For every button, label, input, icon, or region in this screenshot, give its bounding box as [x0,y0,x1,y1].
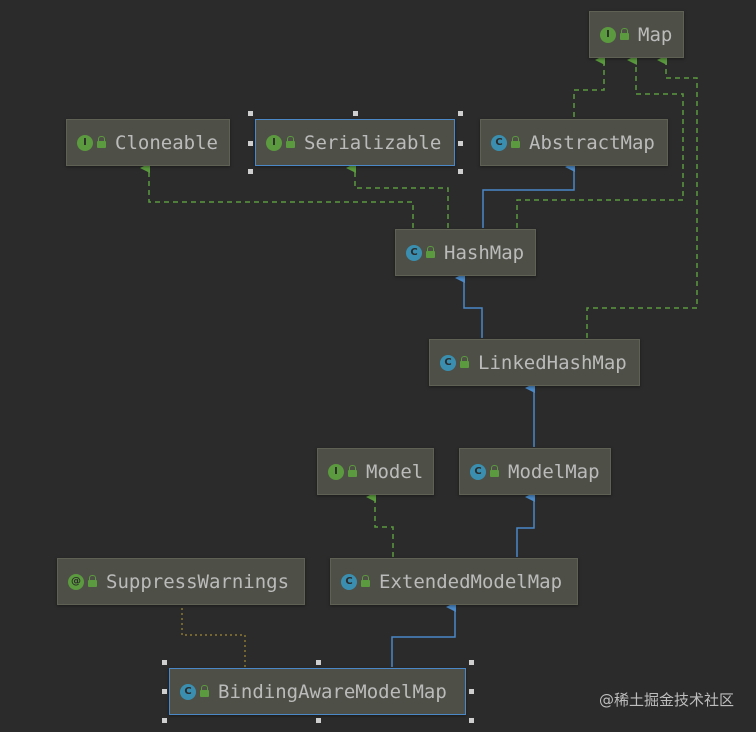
watermark: @稀土掘金技术社区 [598,691,734,709]
selection-handle[interactable] [469,718,474,723]
node-cloneable[interactable]: I Cloneable [66,119,230,166]
lock-icon [490,465,499,477]
interface-icon: I [77,134,93,151]
selection-handle[interactable] [458,169,463,174]
selection-handle[interactable] [458,141,463,146]
lock-icon [511,136,520,148]
node-label: HashMap [444,241,525,264]
node-suppresswarnings[interactable]: @ SuppressWarnings [57,558,305,605]
selection-handle[interactable] [353,111,358,116]
node-modelmap[interactable]: C ModelMap [459,448,611,495]
selection-handle[interactable] [316,660,321,665]
selection-handle[interactable] [162,689,167,694]
class-icon: C [440,354,456,371]
lock-icon [88,575,97,587]
lock-icon [361,575,370,587]
node-label: BindingAwareModelMap [218,680,447,703]
node-label: Cloneable [115,131,218,154]
node-label: Serializable [304,131,442,154]
lock-icon [620,28,629,40]
edge-bindingawaremodelmap-extendedmodelmap [391,602,456,667]
lock-icon [348,465,357,477]
node-label: SuppressWarnings [106,570,290,593]
selection-handle[interactable] [316,718,321,723]
node-model[interactable]: I Model [317,448,434,495]
edge-extendedmodelmap-model [366,492,394,557]
node-label: ModelMap [508,460,600,483]
class-icon: C [180,683,196,700]
node-label: LinkedHashMap [478,351,627,374]
node-label: ExtendedModelMap [379,570,563,593]
selection-handle[interactable] [248,141,253,146]
node-label: AbstractMap [529,131,655,154]
node-label: Map [638,23,673,46]
edge-linkedhashmap-hashmap [455,273,483,338]
node-bindingawaremodelmap[interactable]: C BindingAwareModelMap [169,668,466,715]
node-serializable[interactable]: I Serializable [255,119,455,166]
edge-hashmap-map [516,55,684,228]
node-hashmap[interactable]: C HashMap [395,229,536,276]
interface-icon: I [266,134,282,151]
selection-handle[interactable] [248,169,253,174]
node-extendedmodelmap[interactable]: C ExtendedModelMap [330,558,578,605]
selection-handle[interactable] [248,111,253,116]
selection-handle[interactable] [162,660,167,665]
lock-icon [200,685,209,697]
annotation-icon: @ [68,573,84,590]
selection-handle[interactable] [162,718,167,723]
lock-icon [286,136,295,148]
node-label: Model [366,460,424,483]
edge-hashmap-abstractmap [482,162,575,228]
lock-icon [460,356,469,368]
lock-icon [97,136,106,148]
node-linkedhashmap[interactable]: C LinkedHashMap [429,339,640,386]
class-icon: C [341,573,357,590]
selection-handle[interactable] [469,689,474,694]
edge-hashmap-cloneable [140,163,414,228]
edge-abstractmap-map [573,55,605,117]
edge-hashmap-serializable [346,163,449,228]
edge-bindingawaremodelmap-suppresswarnings [181,605,246,667]
selection-handle[interactable] [458,111,463,116]
interface-icon: I [600,26,616,43]
selection-handle[interactable] [469,660,474,665]
interface-icon: I [328,463,344,480]
class-icon: C [491,134,507,151]
class-icon: C [406,244,422,261]
class-icon: C [470,463,486,480]
lock-icon [426,246,435,258]
edge-extendedmodelmap-modelmap [516,492,535,557]
node-abstractmap[interactable]: C AbstractMap [480,119,668,166]
node-map[interactable]: I Map [589,11,684,58]
edge-linkedhashmap-map [586,55,698,338]
